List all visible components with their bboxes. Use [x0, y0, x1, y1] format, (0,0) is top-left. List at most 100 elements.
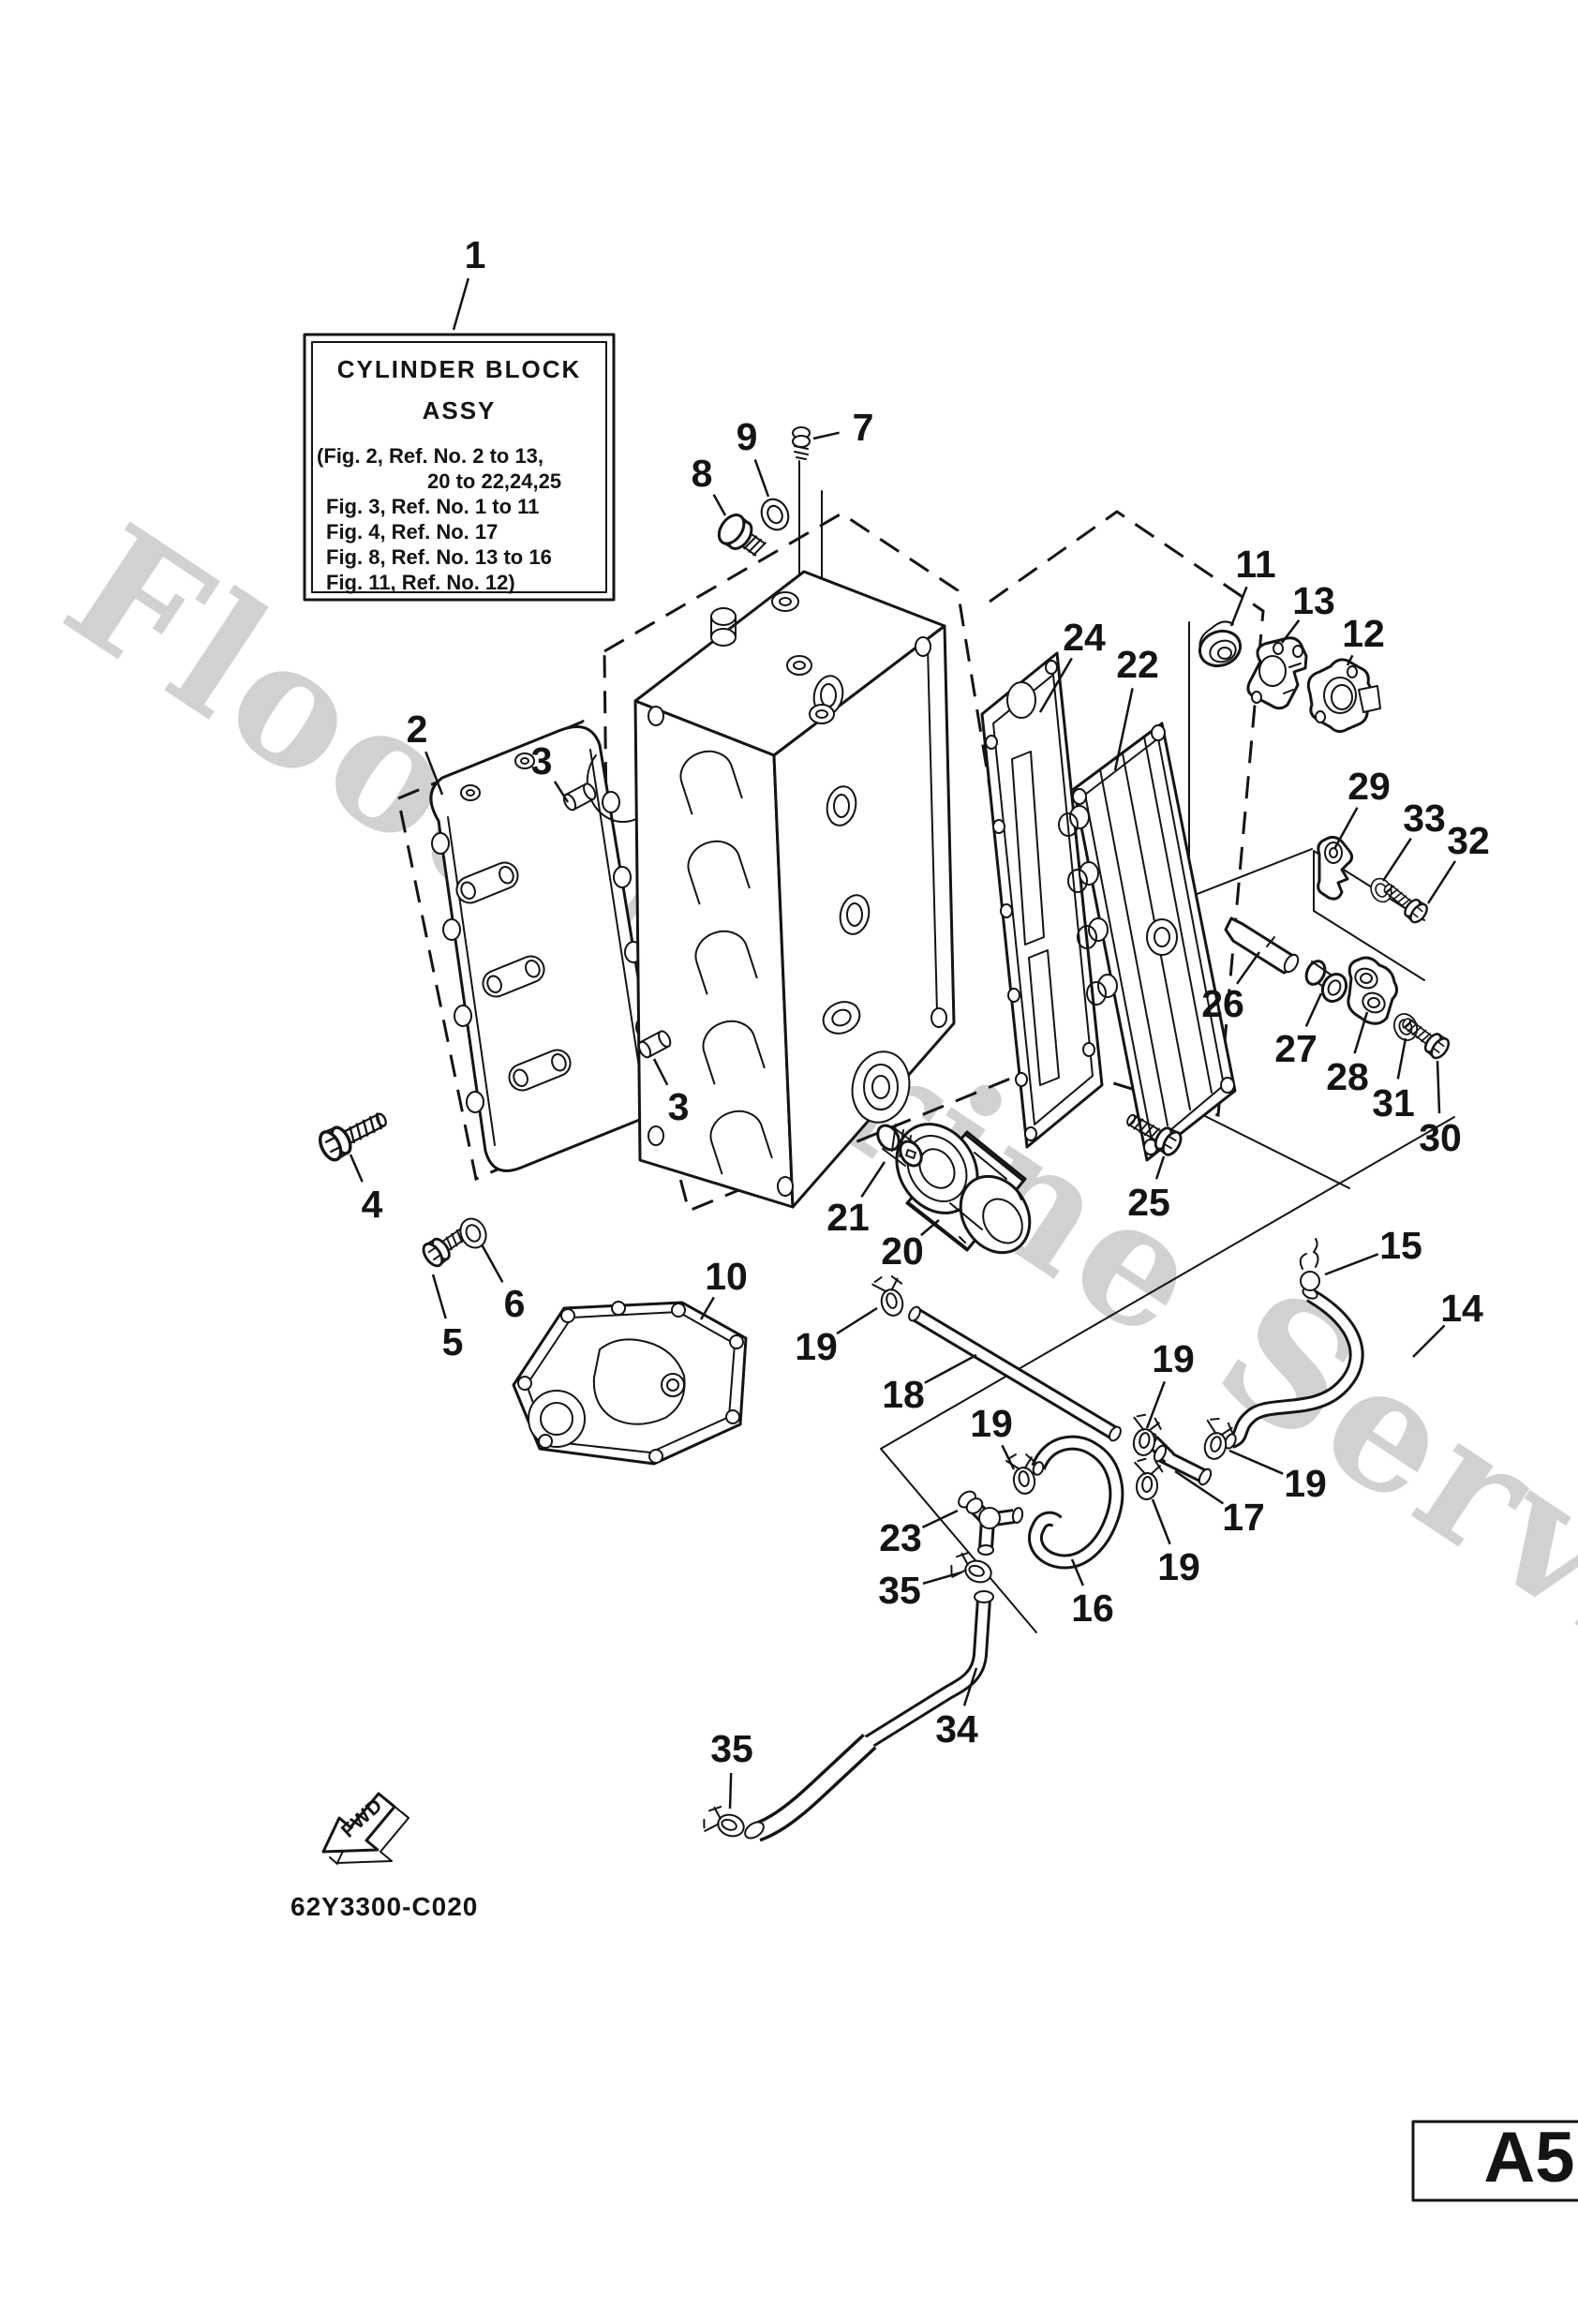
callout-leader-line — [1436, 1060, 1441, 1114]
part-23-joint-fitting-drawing — [958, 1490, 1024, 1556]
callout-number-19: 19 — [1152, 1337, 1195, 1380]
callout-number-19: 19 — [1284, 1462, 1327, 1505]
info-box-title-line2: ASSY — [423, 396, 497, 425]
callout-number-19: 19 — [1157, 1545, 1200, 1588]
callout-leader-line — [1151, 1498, 1171, 1545]
callout-number-32: 32 — [1447, 819, 1490, 862]
callout-number-9: 9 — [737, 415, 758, 458]
part-4-bolt-drawing — [314, 1103, 394, 1166]
callout-leader-line — [1229, 586, 1248, 627]
part-7-screw-drawing — [792, 426, 811, 460]
callout-leader-line — [1038, 657, 1073, 713]
part-19-clamp-drawing — [1130, 1456, 1165, 1502]
callout-leader-line — [812, 431, 840, 440]
part-2-crankcase-drawing — [429, 725, 659, 1172]
page-label-box: A5 — [1411, 2118, 1578, 2202]
callout-leader-line — [1154, 1155, 1166, 1180]
callout-number-35: 35 — [710, 1727, 753, 1770]
callout-number-15: 15 — [1379, 1224, 1422, 1267]
callout-number-24: 24 — [1063, 616, 1106, 659]
part-32-bolt-drawing — [1377, 877, 1432, 927]
part-11-thermostat-drawing — [1198, 620, 1243, 668]
info-box-ref-line: (Fig. 2, Ref. No. 2 to 13, — [317, 444, 543, 468]
part-28-anode-drawing — [1347, 956, 1399, 1025]
part-10-plate-drawing — [512, 1301, 748, 1466]
callout-number-2: 2 — [407, 708, 428, 751]
callout-leader-line — [924, 1353, 977, 1384]
callout-number-28: 28 — [1326, 1055, 1369, 1098]
callout-leader-line — [699, 1296, 715, 1320]
callout-leader-line — [553, 781, 570, 803]
part-9-washer-drawing — [755, 493, 795, 536]
part-18-tube-drawing — [908, 1305, 1122, 1442]
callout-number-31: 31 — [1372, 1081, 1415, 1125]
callout-leader-line — [1346, 654, 1354, 666]
callout-leader-line — [431, 1274, 447, 1319]
callout-leader-line — [1281, 618, 1301, 644]
info-box-ref-line: Fig. 8, Ref. No. 13 to 16 — [326, 545, 552, 569]
callout-number-35: 35 — [878, 1569, 921, 1612]
callout-number-29: 29 — [1347, 765, 1391, 808]
part-24-gasket-drawing — [980, 651, 1104, 1149]
callout-leader-line — [1332, 807, 1359, 850]
callout-number-8: 8 — [692, 452, 713, 495]
callout-leader-line — [1412, 1324, 1446, 1358]
callout-leader-line — [860, 1161, 886, 1198]
callout-leader-line — [962, 1667, 978, 1706]
callout-number-26: 26 — [1201, 982, 1244, 1025]
callout-leader-line — [1426, 860, 1457, 904]
callout-leader-line — [1353, 1011, 1369, 1054]
callout-leader-line — [1070, 1558, 1085, 1587]
callout-leader-line — [753, 459, 770, 498]
part-35-clamp-drawing — [699, 1801, 750, 1844]
info-box: CYLINDER BLOCK ASSY (Fig. 2, Ref. No. 2 … — [303, 333, 616, 602]
info-box-ref-line: Fig. 3, Ref. No. 1 to 11 — [326, 495, 539, 518]
callout-number-18: 18 — [882, 1373, 925, 1416]
callout-number-34: 34 — [935, 1707, 978, 1750]
part-26-anode-rod-drawing — [1224, 916, 1300, 975]
callout-number-7: 7 — [853, 406, 874, 449]
info-box-title-line1: CYLINDER BLOCK — [337, 355, 582, 383]
callout-leader-line — [1396, 1037, 1407, 1080]
callout-leader-line — [1236, 951, 1261, 985]
callout-leader-line — [652, 1058, 669, 1086]
part-33-washer-drawing — [1366, 874, 1396, 906]
callout-leader-line — [1324, 1253, 1379, 1276]
callout-leader-line — [1304, 992, 1323, 1027]
part-22-cover-drawing — [1058, 722, 1237, 1162]
callout-number-6: 6 — [504, 1282, 526, 1325]
part-cylinder-block-drawing — [633, 570, 956, 1209]
callout-number-25: 25 — [1127, 1181, 1170, 1224]
part-27-bushing-drawing — [1304, 960, 1348, 1004]
callout-leader-line — [1145, 1380, 1166, 1429]
callout-leader-line — [1228, 1449, 1284, 1475]
callout-leader-line — [920, 1219, 940, 1237]
info-box-ref-line: 20 to 22,24,25 — [427, 469, 561, 493]
callout-number-22: 22 — [1116, 643, 1159, 686]
callout-leader-line — [921, 1509, 959, 1528]
callout-leader-line — [1381, 838, 1412, 882]
callout-number-23: 23 — [879, 1516, 922, 1559]
callout-number-30: 30 — [1419, 1116, 1462, 1159]
part-34-hose-drawing — [744, 1590, 994, 1842]
part-8-bolt-drawing — [717, 514, 767, 557]
info-box-ref-line: Fig. 4, Ref. No. 17 — [326, 520, 498, 544]
part-15-clip-drawing — [1299, 1238, 1320, 1291]
callout-number-14: 14 — [1440, 1287, 1483, 1330]
callout-number-10: 10 — [705, 1255, 748, 1298]
part-19-clamp-drawing — [871, 1272, 911, 1320]
callout-number-4: 4 — [362, 1183, 383, 1226]
drawing-code: 62Y3300-C020 — [290, 1892, 478, 1921]
callout-leader-line — [424, 751, 444, 796]
callout-number-13: 13 — [1292, 579, 1335, 622]
callout-number-1: 1 — [465, 233, 486, 276]
callout-number-12: 12 — [1342, 612, 1385, 655]
callout-leader-line — [712, 494, 727, 516]
part-29-bracket-drawing — [1317, 835, 1354, 901]
callout-leader-line — [349, 1154, 364, 1183]
part-6-washer-drawing — [454, 1214, 492, 1253]
callout-number-19: 19 — [970, 1402, 1013, 1445]
callout-number-3: 3 — [668, 1085, 690, 1128]
